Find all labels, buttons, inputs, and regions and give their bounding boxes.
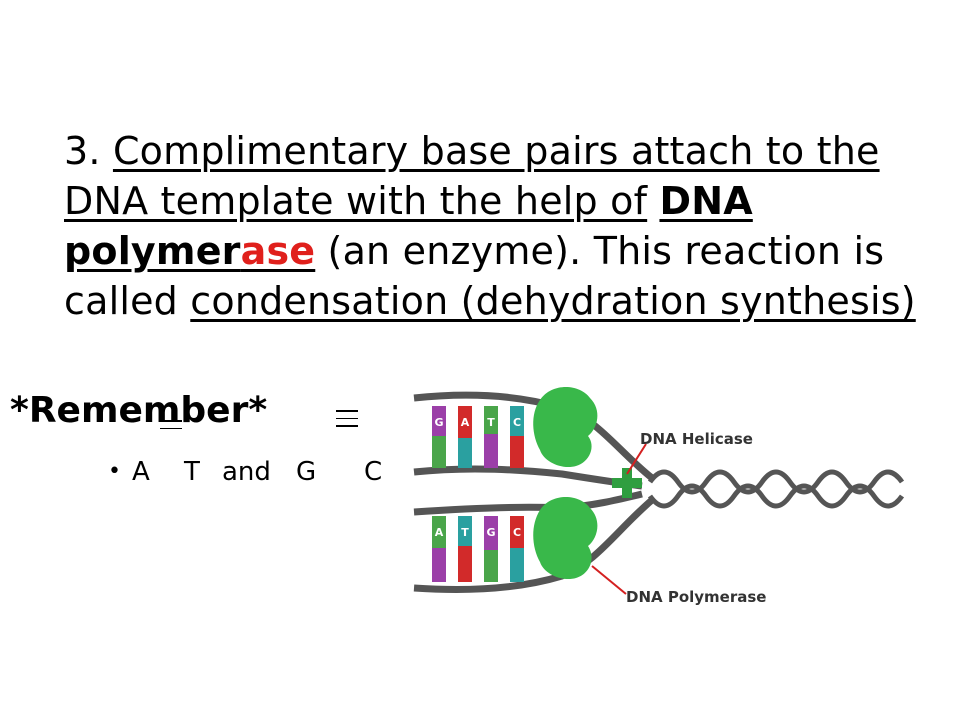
top-base-letter-3: C	[513, 416, 521, 429]
base-t: T	[184, 457, 200, 487]
base-g: G	[296, 457, 317, 487]
double-bond-symbol	[160, 420, 182, 438]
polymerase-term: polymerase	[64, 229, 315, 273]
underlined-phrase-1: Complimentary base pairs attach to the	[112, 129, 880, 173]
bottom-base-letter-2: G	[486, 526, 495, 539]
base-c: C	[364, 457, 383, 487]
helix-strand-a	[647, 469, 905, 495]
polymerase-label: DNA Polymerase	[626, 588, 766, 606]
bottom-base-letter-3: C	[513, 526, 521, 539]
helicase-label: DNA Helicase	[640, 430, 753, 448]
polymerase-suffix: ase	[240, 229, 316, 273]
remember-heading: *Remember*	[10, 390, 268, 431]
top-base-letter-0: G	[434, 416, 443, 429]
top-base-letter-1: A	[461, 416, 470, 429]
polymerase-stem: polymer	[64, 229, 241, 273]
condensation-phrase: condensation (dehydration synthesis)	[190, 279, 916, 323]
helicase-enzyme	[612, 468, 642, 498]
bottom-base-pairs	[432, 516, 524, 582]
main-paragraph: 3. Complimentary base pairs attach to th…	[64, 126, 924, 326]
step-number: 3.	[64, 129, 101, 173]
bottom-base-letter-0: A	[435, 526, 444, 539]
helix-strand-b	[647, 483, 905, 509]
top-inner-strand	[413, 465, 643, 490]
polymerase-pointer	[591, 565, 627, 595]
and-word: and	[222, 457, 271, 487]
bottom-outer-strand	[413, 497, 655, 593]
bottom-base-letter-1: T	[461, 526, 469, 539]
top-outer-strand	[413, 391, 655, 481]
polymerase-enzyme-top	[533, 387, 598, 468]
helicase-pointer	[626, 443, 647, 475]
bottom-inner-strand	[413, 490, 643, 516]
bullet-dot: •	[108, 459, 121, 484]
polymerase-enzyme-bottom	[533, 497, 598, 580]
dna-replication-diagram: G A T C A T G C DNA Helicase DNA Polymer…	[413, 387, 905, 606]
triple-bond-symbol	[336, 410, 358, 428]
top-base-letter-2: T	[487, 416, 495, 429]
dna-bold: DNA	[659, 179, 753, 223]
middle-phrase: (an enzyme). This reaction is called	[64, 229, 885, 323]
base-a: A	[132, 457, 150, 487]
top-base-pairs	[432, 406, 524, 468]
underlined-phrase-2: DNA template with the help of	[64, 179, 648, 223]
